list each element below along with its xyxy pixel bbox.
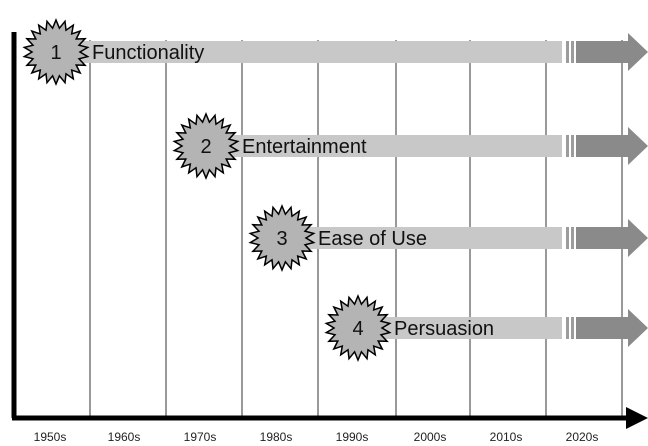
arrow-head: [628, 309, 648, 347]
decade-label: 1990s: [336, 430, 369, 444]
decade-label: 1970s: [184, 430, 217, 444]
phase-arrow-1: 1 Functionality: [22, 18, 648, 86]
starburst-badge: [172, 112, 240, 180]
starburst-badge: [324, 294, 392, 362]
x-axis-arrowhead: [626, 407, 648, 429]
phase-number: 3: [276, 228, 287, 250]
arrow-body: [358, 317, 562, 339]
arrow-break-stripe: [571, 317, 574, 339]
timeline-axes: [11, 32, 648, 429]
arrow-break-stripe: [571, 41, 574, 63]
arrow-break-stripe: [571, 135, 574, 157]
phase-arrow-3: 3 Ease of Use: [248, 204, 648, 272]
phase-number: 4: [352, 318, 363, 340]
phase-arrow-2: 2 Entertainment: [172, 112, 648, 180]
arrow-head: [628, 127, 648, 165]
phase-label: Functionality: [92, 42, 204, 64]
arrow-break-stripe: [566, 227, 569, 249]
arrow-body: [56, 41, 562, 63]
starburst-badge: [248, 204, 316, 272]
decade-label: 1960s: [108, 430, 141, 444]
phase-label: Ease of Use: [318, 228, 427, 250]
arrow-break-stripe: [566, 41, 569, 63]
arrow-head: [628, 219, 648, 257]
phase-number: 1: [50, 42, 61, 64]
starburst-badge: [22, 18, 90, 86]
arrow-break-stripe: [566, 135, 569, 157]
phase-label: Entertainment: [242, 136, 367, 158]
phase-arrows: 1 Functionality 2 Entertainment 3 Ease of Use…: [22, 18, 648, 362]
arrow-extension: [576, 227, 630, 249]
decade-label: 2020s: [566, 430, 599, 444]
arrow-head: [628, 33, 648, 71]
arrow-extension: [576, 317, 630, 339]
arrow-body: [206, 135, 562, 157]
arrow-break-stripe: [566, 317, 569, 339]
decade-label: 2010s: [490, 430, 523, 444]
phase-number: 2: [200, 136, 211, 158]
decade-labels: 1950s 1960s 1970s 1980s 1990s 2000s 2010s 2020s: [34, 430, 599, 444]
arrow-body: [282, 227, 562, 249]
arrow-extension: [576, 41, 630, 63]
arrow-extension: [576, 135, 630, 157]
decade-label: 1950s: [34, 430, 67, 444]
decade-label: 1980s: [260, 430, 293, 444]
phase-arrow-4: 4 Persuasion: [324, 294, 648, 362]
arrow-break-stripe: [571, 227, 574, 249]
decade-label: 2000s: [414, 430, 447, 444]
phase-label: Persuasion: [394, 318, 494, 340]
